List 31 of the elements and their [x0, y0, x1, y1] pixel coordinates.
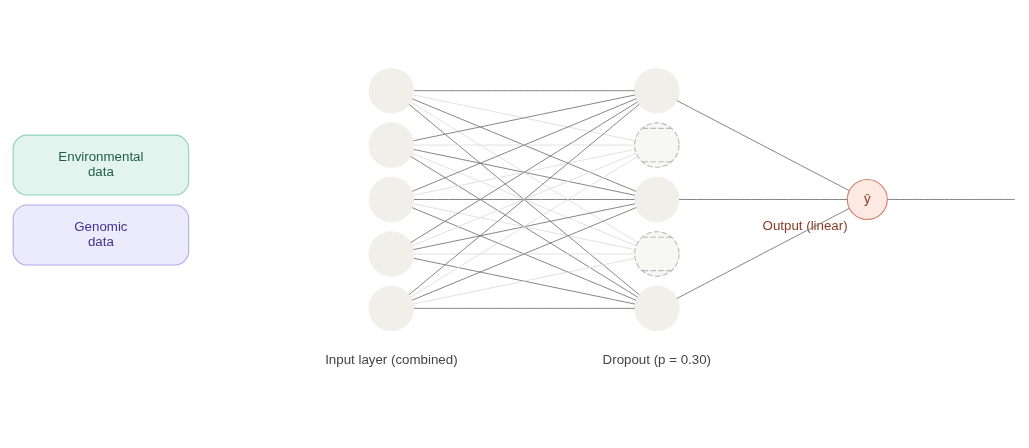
node-cross: [634, 230, 680, 277]
connector: [413, 198, 636, 200]
connector: [413, 307, 636, 309]
node-circle: [368, 176, 415, 222]
connector: [408, 103, 640, 295]
node-box: Genomic data: [12, 204, 190, 266]
label: Input layer (combined): [325, 351, 458, 367]
node-circle: [634, 67, 680, 113]
label: Dropout (p = 0.30): [602, 351, 712, 367]
connector: [676, 99, 850, 191]
connector: [413, 94, 636, 141]
connector: [678, 198, 848, 200]
connector: [887, 198, 1016, 200]
node-circle: [634, 285, 680, 331]
node-cross: [634, 121, 680, 168]
connector: [413, 89, 636, 91]
connector: [413, 148, 636, 196]
connector: [411, 206, 637, 301]
node-label: Output (linear): [762, 217, 848, 233]
connector: [676, 207, 850, 299]
connector: [411, 152, 637, 246]
node-circle: [368, 67, 415, 113]
node-circle: ŷ: [846, 178, 888, 220]
node-circle: [368, 230, 415, 277]
node-circle: [368, 121, 415, 168]
node-box: Environmental data: [12, 134, 190, 196]
connector: [411, 97, 637, 192]
node-circle: [634, 176, 680, 222]
connector: [413, 257, 636, 304]
connector: [413, 202, 636, 250]
node-circle: [368, 285, 415, 331]
